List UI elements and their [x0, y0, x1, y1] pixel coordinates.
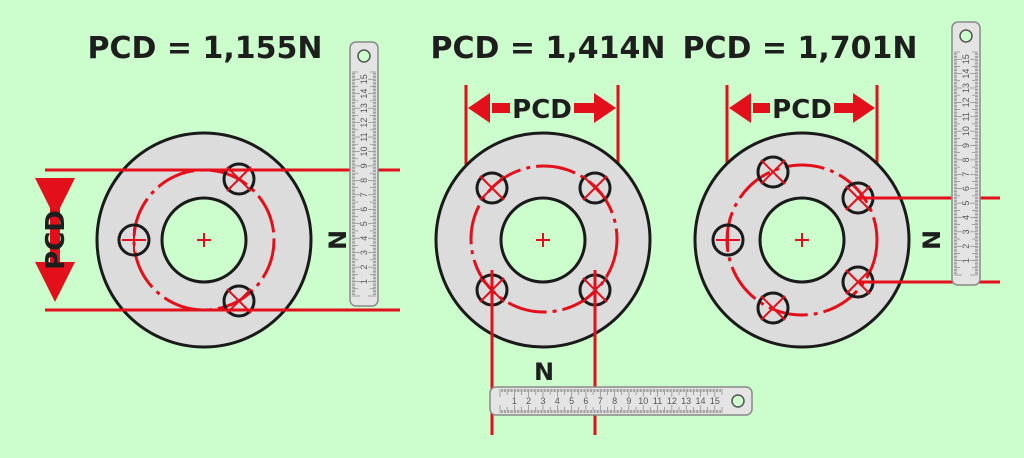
ruler-number: 14 — [696, 396, 706, 406]
ruler-number: 9 — [359, 163, 369, 168]
ruler-number: 1 — [961, 258, 971, 263]
ruler-number: 15 — [961, 54, 971, 64]
ruler-number: 13 — [359, 103, 369, 113]
ruler-number: 7 — [961, 172, 971, 177]
n-label: N — [534, 358, 554, 386]
ruler-number: 8 — [612, 396, 617, 406]
ruler-number: 11 — [359, 132, 369, 141]
bolt-hole — [578, 171, 612, 205]
ruler-number: 6 — [583, 396, 588, 406]
ruler-number: 9 — [626, 396, 631, 406]
panel-2-flange: PCD N — [434, 85, 652, 435]
ruler-number: 3 — [540, 396, 545, 406]
ruler-number: 5 — [961, 201, 971, 206]
ruler-number: 8 — [359, 178, 369, 183]
bolt-hole — [711, 223, 745, 257]
ruler-number: 8 — [961, 157, 971, 162]
bolt-hole — [117, 223, 151, 257]
panel-1-title: PCD = 1,155N — [88, 31, 323, 66]
ruler-number: 2 — [359, 265, 369, 270]
ruler-number: 13 — [681, 396, 691, 406]
ruler-number: 4 — [359, 236, 369, 241]
ruler-number: 4 — [555, 396, 560, 406]
ruler-number: 1 — [359, 279, 369, 284]
ruler-number: 1 — [512, 396, 517, 406]
ruler-number: 2 — [961, 244, 971, 249]
n-label: N — [918, 230, 946, 250]
ruler-number: 3 — [961, 229, 971, 234]
ruler-number: 6 — [961, 186, 971, 191]
ruler-number: 3 — [359, 250, 369, 255]
ruler-number: 11 — [961, 112, 971, 121]
ruler-number: 14 — [961, 69, 971, 79]
panel-1-flange: PCD N — [35, 131, 400, 349]
ruler-number: 9 — [961, 143, 971, 148]
ruler-number: 7 — [598, 396, 603, 406]
pcd-label: PCD — [512, 95, 572, 125]
ruler-number: 14 — [359, 89, 369, 99]
ruler-number: 12 — [961, 97, 971, 107]
ruler-number: 5 — [359, 221, 369, 226]
bolt-hole — [756, 291, 790, 325]
ruler-number: 15 — [710, 396, 720, 406]
panel-3-title: PCD = 1,701N — [683, 31, 918, 66]
ruler-number: 10 — [638, 396, 648, 406]
ruler-number: 7 — [359, 192, 369, 197]
ruler-number: 5 — [569, 396, 574, 406]
panel-3-flange: PCD N — [693, 85, 1000, 349]
bolt-hole — [756, 155, 790, 189]
pcd-label: PCD — [772, 95, 832, 125]
bolt-hole — [475, 171, 509, 205]
ruler-number: 12 — [359, 118, 369, 128]
ruler-number: 2 — [526, 396, 531, 406]
ruler-number: 15 — [359, 74, 369, 84]
n-label: N — [324, 230, 352, 250]
ruler-number: 10 — [359, 146, 369, 156]
ruler-number: 13 — [961, 83, 971, 93]
ruler-number: 12 — [667, 396, 677, 406]
ruler-number: 4 — [961, 215, 971, 220]
ruler-number: 6 — [359, 207, 369, 212]
panel-2-title: PCD = 1,414N — [431, 31, 666, 66]
ruler-number: 11 — [653, 396, 662, 406]
pcd-label: PCD — [41, 210, 71, 270]
ruler-number: 10 — [961, 126, 971, 136]
